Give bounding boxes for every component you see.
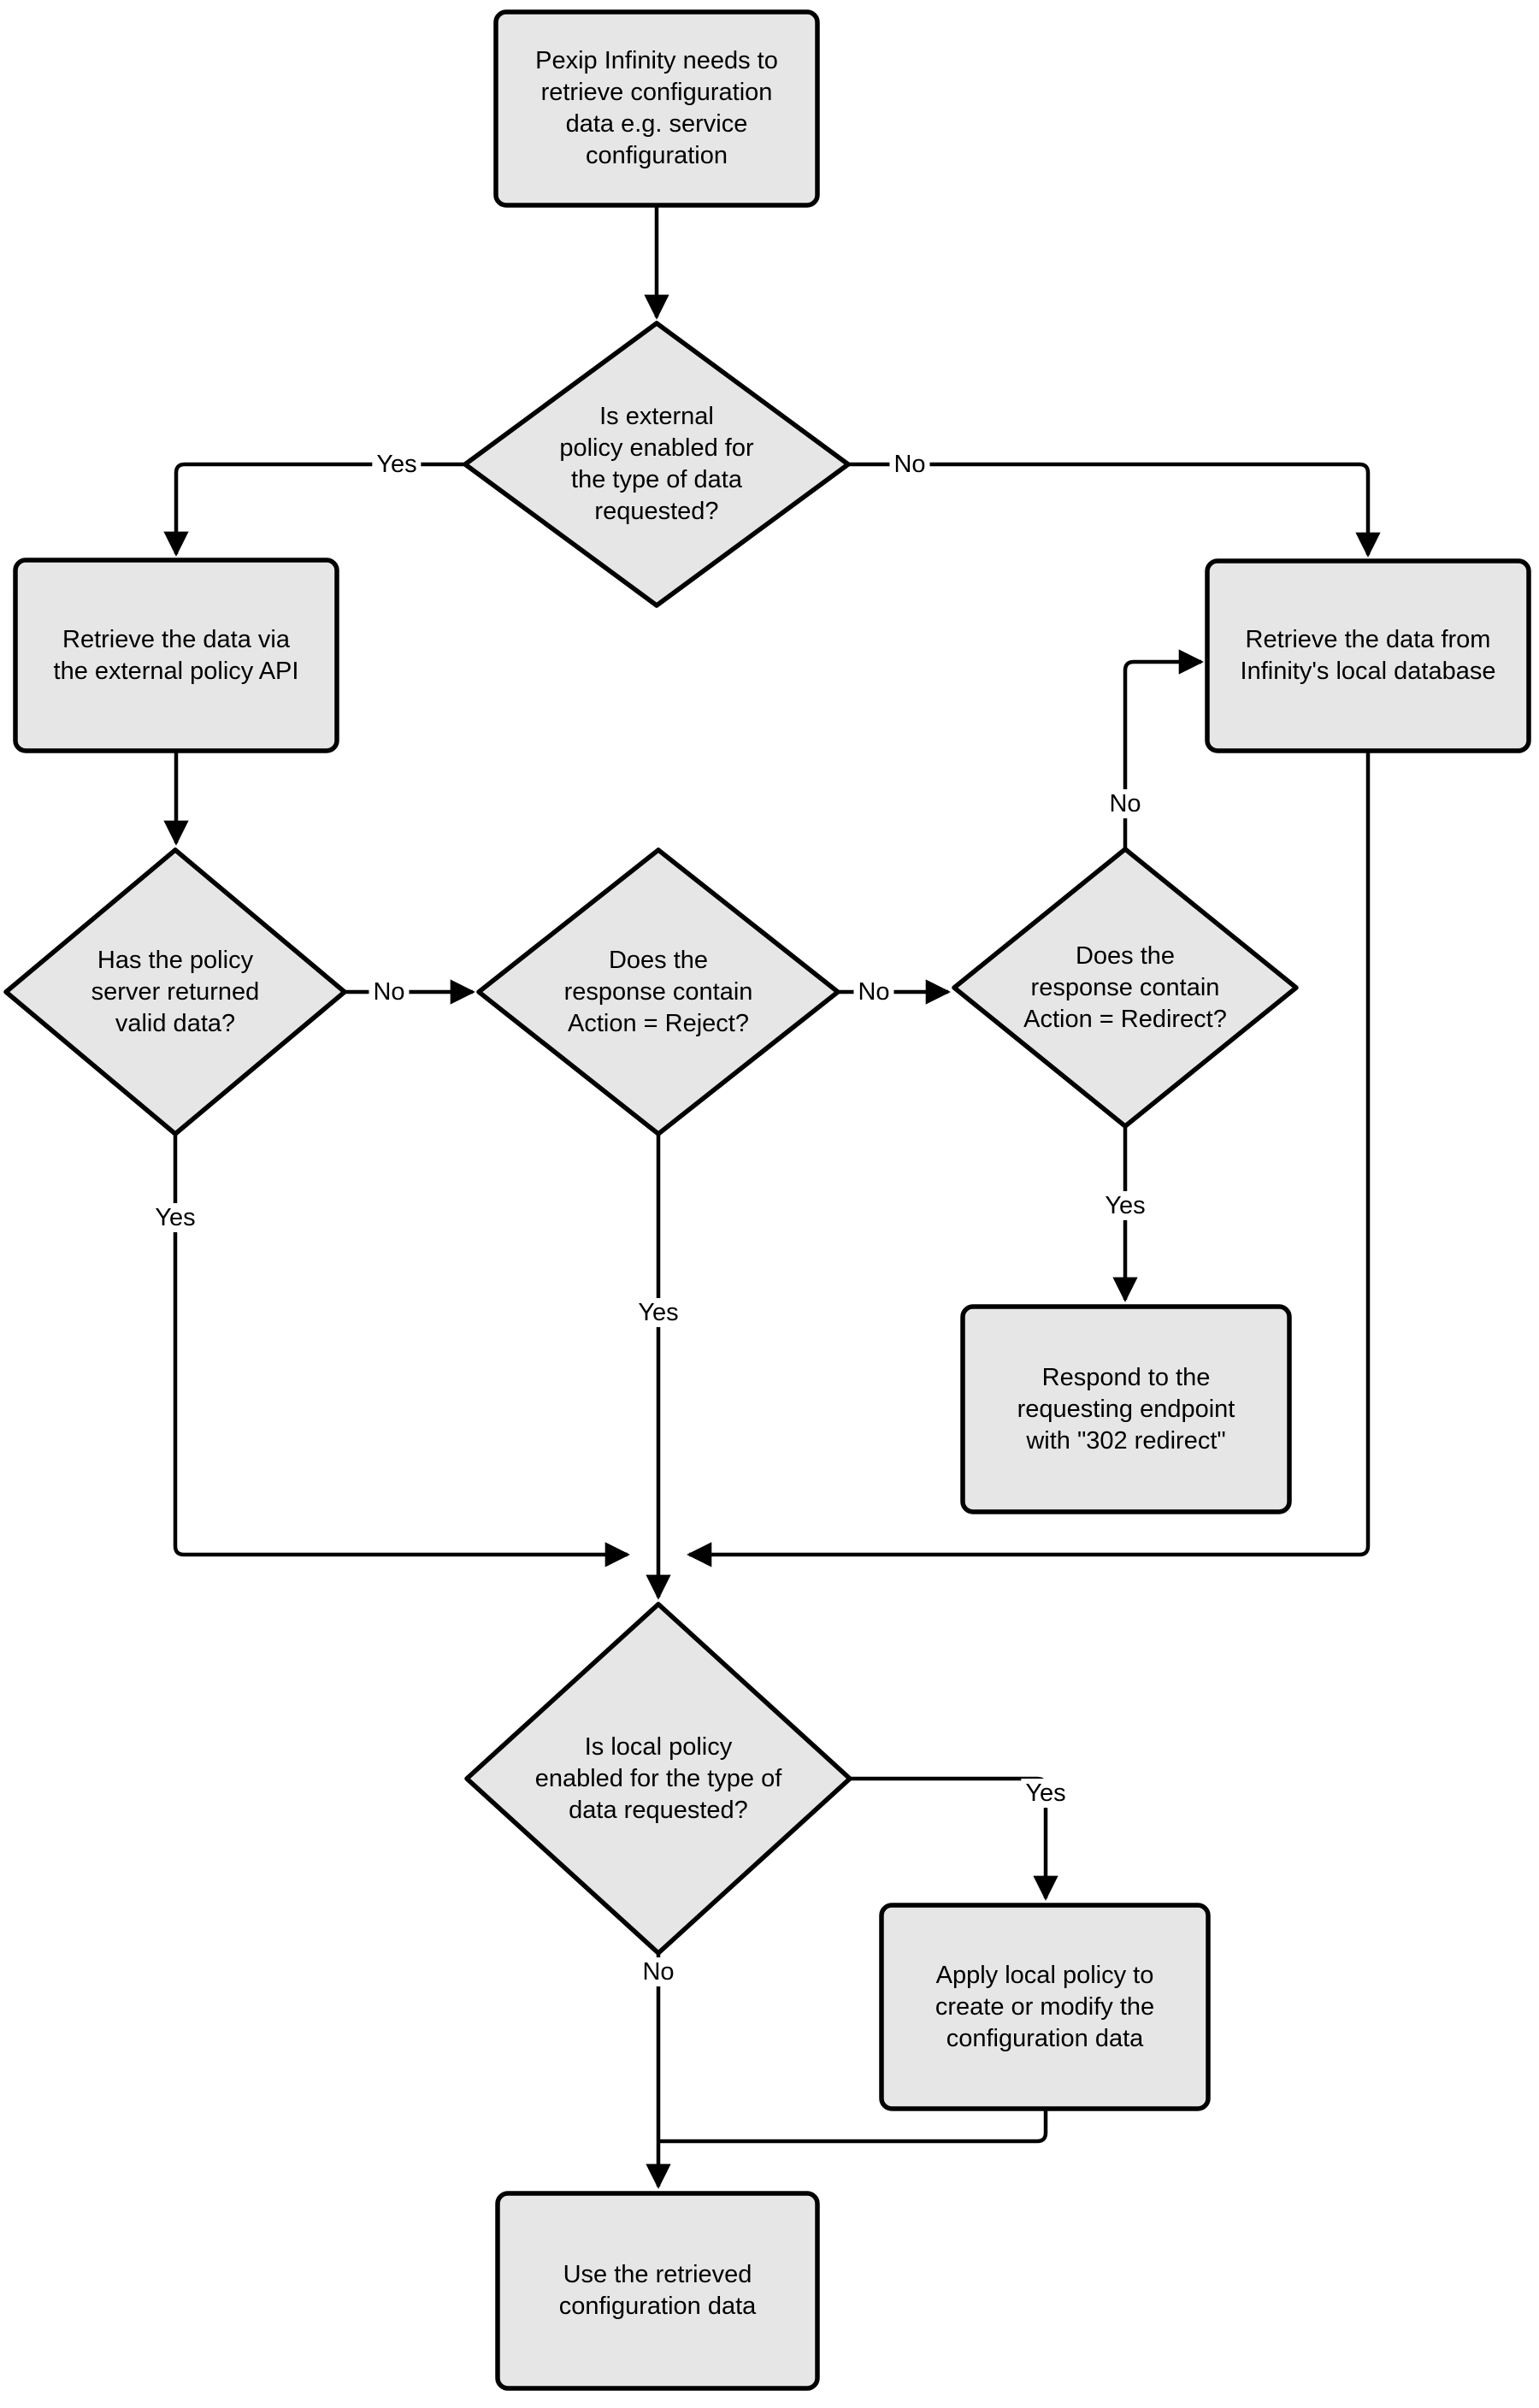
edge-local-policy-yes bbox=[850, 1776, 1058, 1901]
node-respond-302-shape bbox=[960, 1304, 1292, 1514]
edge-action-redirect-no bbox=[1123, 649, 1204, 849]
node-local-policy-shape bbox=[464, 1602, 852, 1956]
node-retrieve-api-shape bbox=[13, 558, 339, 753]
edge-apply-local-join bbox=[660, 2109, 1048, 2144]
edge-external-policy-yes bbox=[163, 462, 465, 557]
node-use-data-shape bbox=[495, 2191, 820, 2391]
node-action-reject-shape bbox=[476, 847, 840, 1136]
node-valid-data-shape bbox=[3, 847, 347, 1136]
node-apply-local-shape bbox=[879, 1903, 1211, 2111]
node-action-redirect-shape bbox=[952, 847, 1299, 1129]
node-start-shape bbox=[493, 9, 820, 208]
edge-external-policy-no bbox=[848, 462, 1381, 558]
edge-retrieve-db-to-junction bbox=[687, 751, 1371, 1567]
node-external-policy-shape bbox=[463, 321, 851, 608]
edge-valid-data-yes bbox=[173, 1134, 630, 1567]
node-retrieve-db-shape bbox=[1205, 558, 1531, 753]
